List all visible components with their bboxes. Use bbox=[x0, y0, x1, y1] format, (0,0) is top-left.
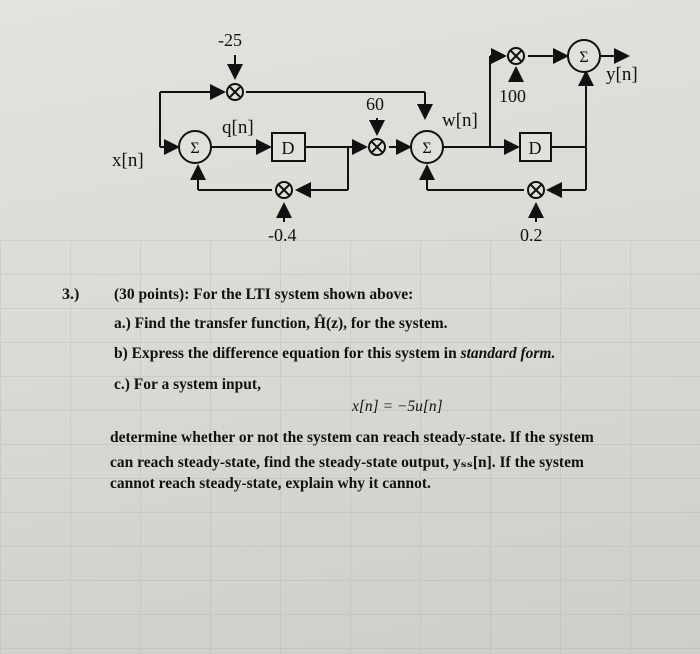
gain-fb1-label: -0.4 bbox=[268, 225, 297, 245]
sum-symbol-1: Σ bbox=[190, 140, 199, 157]
part-b: b) Express the difference equation for t… bbox=[114, 345, 555, 363]
delay-label-2: D bbox=[529, 138, 542, 158]
part-b-text: b) Express the difference equation for t… bbox=[114, 345, 461, 362]
multiplier-node-fb2 bbox=[527, 181, 545, 199]
state-q-label: q[n] bbox=[222, 117, 254, 138]
gain-fb2-label: 0.2 bbox=[520, 225, 543, 245]
sum-symbol-2: Σ bbox=[422, 140, 431, 157]
body-line-1: determine whether or not the system can … bbox=[110, 429, 594, 446]
multiplier-node-right bbox=[507, 47, 525, 65]
multiplier-node-top bbox=[226, 83, 244, 101]
input-label: x[n] bbox=[112, 150, 144, 171]
sum-node-2 bbox=[410, 130, 444, 164]
delay-block-1 bbox=[271, 132, 306, 162]
delay-label-1: D bbox=[282, 138, 295, 158]
output-label: y[n] bbox=[606, 64, 638, 85]
input-equation: x[n] = −5u[n] bbox=[352, 398, 443, 415]
part-b-emphasis: standard form. bbox=[460, 345, 556, 362]
graph-paper-grid bbox=[0, 240, 700, 654]
body-line-2: can reach steady-state, find the steady-… bbox=[110, 454, 584, 471]
multiplier-node-fb1 bbox=[275, 181, 293, 199]
sum-node-1 bbox=[178, 130, 212, 164]
gain-mid-label: 60 bbox=[366, 94, 384, 114]
delay-block-2 bbox=[519, 132, 552, 162]
gain-top-label: -25 bbox=[218, 30, 242, 50]
body-line-3: cannot reach steady-state, explain why i… bbox=[110, 475, 431, 492]
part-a: a.) Find the transfer function, Ĥ(z), fo… bbox=[114, 315, 448, 332]
problem-number: 3.) bbox=[62, 286, 80, 303]
state-w-label: w[n] bbox=[442, 110, 478, 131]
multiplier-node-mid bbox=[368, 138, 386, 156]
sum-symbol-3: Σ bbox=[579, 49, 588, 66]
sum-node-3 bbox=[567, 39, 601, 73]
gain-right-label: 100 bbox=[499, 86, 526, 106]
problem-header: (30 points): For the LTI system shown ab… bbox=[114, 286, 414, 303]
part-c: c.) For a system input, bbox=[114, 376, 261, 393]
block-diagram: Σ Σ Σ D D x[n] y[n] q[n] w[n] -25 60 100… bbox=[112, 30, 638, 245]
